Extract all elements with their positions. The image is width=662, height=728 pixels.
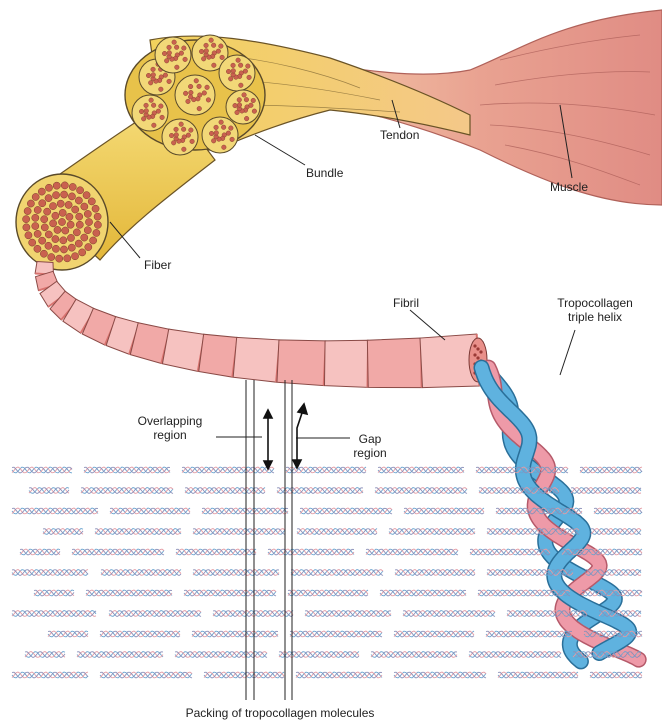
fiber-cross-section [16,174,108,270]
tropocollagen-label-line2: triple helix [542,310,648,324]
overlapping-region-label: Overlapping region [120,414,220,442]
gap-region-label: Gap region [348,432,392,460]
gap-label-line1: Gap [348,432,392,446]
gap-label-line2: region [348,446,392,460]
fibril [35,262,487,388]
bundle-label: Bundle [306,166,343,180]
overlapping-label-line1: Overlapping [120,414,220,428]
tropocollagen-label: Tropocollagen triple helix [542,296,648,324]
gap-arrow [293,404,307,468]
tendon-label: Tendon [380,128,419,142]
overlap-arrow [264,410,272,469]
muscle-label: Muscle [550,180,588,194]
packing-caption: Packing of tropocollagen molecules [90,706,470,720]
fibril-label: Fibril [393,296,419,310]
fiber-label: Fiber [144,258,171,272]
tropocollagen-triple-helix [482,368,639,662]
overlapping-label-line2: region [120,428,220,442]
tropocollagen-label-line1: Tropocollagen [542,296,648,310]
